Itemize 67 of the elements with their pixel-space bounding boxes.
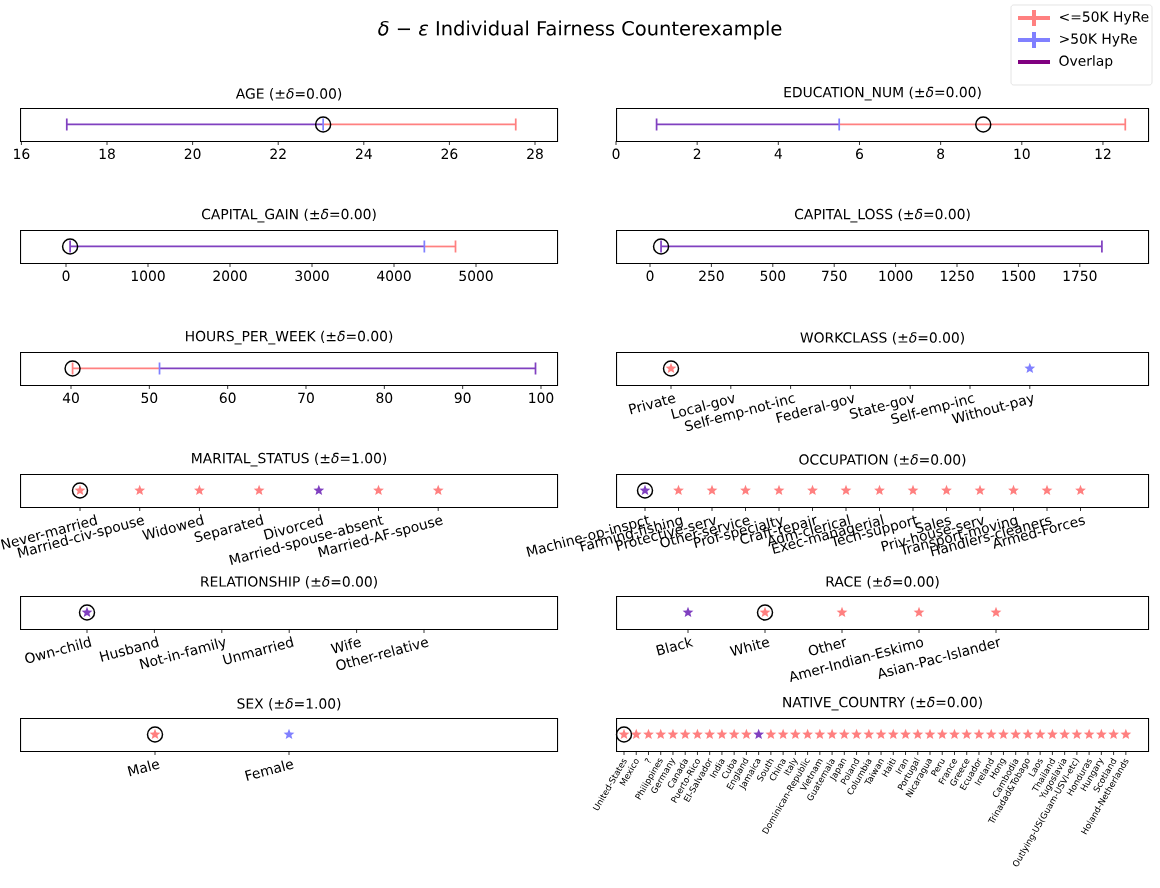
tick-label: 1750 — [1063, 270, 1097, 282]
node-label: AGE (±δ=0.00) — [235, 88, 342, 101]
plot-panel: OCCUPATION (±δ=0.00) — [616, 454, 1150, 509]
tick-label: 24 — [356, 148, 372, 159]
tick-label: 70 — [298, 392, 314, 404]
tick-label: 4000 — [377, 270, 411, 282]
plot-panel: SEX (±δ=1.00) — [20, 698, 559, 753]
tick-label: 50 — [141, 392, 158, 404]
tick-label: 0 — [646, 270, 654, 282]
tick-label: 40 — [62, 392, 79, 404]
tick-label: 100 — [529, 392, 554, 404]
tick-label: 20 — [184, 148, 201, 160]
node-label: RELATIONSHIP (±δ=0.00) — [201, 576, 377, 589]
tick-label: 0 — [612, 148, 620, 160]
plot-panel: MARITAL_STATUS (±δ=1.00) — [20, 452, 559, 509]
node-label: NATIVE_COUNTRY (±δ=0.00) — [783, 696, 982, 711]
tick-label: 4 — [774, 148, 782, 159]
legend-label: >50K HyRe — [1060, 33, 1137, 47]
tick-label: 28 — [527, 148, 543, 160]
tick-label: 1000 — [131, 270, 165, 282]
tick-label: 2 — [693, 148, 701, 159]
tick-label: 16 — [14, 148, 30, 160]
plot-panel: EDUCATION_NUM (±δ=0.00) — [616, 86, 1150, 143]
tick-label: 1500 — [1002, 270, 1036, 282]
tick-label: 12 — [1095, 148, 1111, 159]
tick-label: 500 — [760, 270, 786, 282]
node-label: WORKCLASS (±δ=0.00) — [800, 332, 964, 345]
tick-label: 18 — [99, 148, 115, 160]
plot-panel: RACE (±δ=0.00) — [616, 576, 1150, 631]
tick-label: 22 — [270, 148, 286, 159]
tick-label: 60 — [219, 392, 236, 404]
node-label: MARITAL_STATUS (±δ=1.00) — [192, 452, 387, 467]
figure-title: δ − ε Individual Fairness Counterexample — [378, 20, 782, 40]
tick-label: 2000 — [213, 270, 247, 282]
node-label: CAPITAL_GAIN (±δ=0.00) — [201, 208, 376, 223]
node-label: SEX (±δ=1.00) — [237, 698, 341, 711]
tick-label: Male — [127, 760, 160, 777]
tick-label: White — [729, 639, 770, 656]
plot-panel: HOURS_PER_WEEK (±δ=0.00) — [20, 330, 559, 387]
tick-label: 26 — [441, 148, 458, 160]
plot-panel: AGE (±δ=0.00) — [20, 88, 559, 143]
tick-label: 750 — [822, 270, 847, 282]
tick-label: 1250 — [940, 270, 974, 282]
tick-label: 10 — [1014, 148, 1030, 160]
plot-panel: CAPITAL_LOSS (±δ=0.00) — [616, 208, 1150, 265]
node-label: HOURS_PER_WEEK (±δ=0.00) — [186, 330, 393, 345]
tick-label: Black — [656, 637, 694, 656]
tick-label: 3000 — [295, 270, 329, 282]
plot-panel: WORKCLASS (±δ=0.00) — [616, 332, 1150, 387]
legend-label: <=50K HyRe — [1060, 11, 1149, 25]
node-label: OCCUPATION (±δ=0.00) — [799, 454, 966, 467]
legend-label: Overlap — [1059, 55, 1113, 69]
plot-panel: NATIVE_COUNTRY (±δ=0.00) — [616, 696, 1150, 753]
plot-panel: RELATIONSHIP (±δ=0.00) — [20, 576, 559, 631]
plot-panel: CAPITAL_GAIN (±δ=0.00) — [20, 208, 559, 265]
node-label: CAPITAL_LOSS (±δ=0.00) — [794, 208, 970, 223]
tick-label: 5000 — [459, 270, 493, 282]
tick-label: 0 — [62, 270, 70, 282]
tick-label: 6 — [856, 148, 863, 160]
tick-label: 80 — [376, 392, 393, 404]
node-label: RACE (±δ=0.00) — [826, 576, 939, 589]
tick-label: Female — [244, 760, 294, 781]
tick-label: 1000 — [879, 270, 913, 282]
tick-label: 250 — [699, 270, 724, 282]
tick-label: 90 — [454, 392, 471, 404]
tick-label: 8 — [937, 148, 945, 160]
node-label: EDUCATION_NUM (±δ=0.00) — [784, 86, 981, 101]
